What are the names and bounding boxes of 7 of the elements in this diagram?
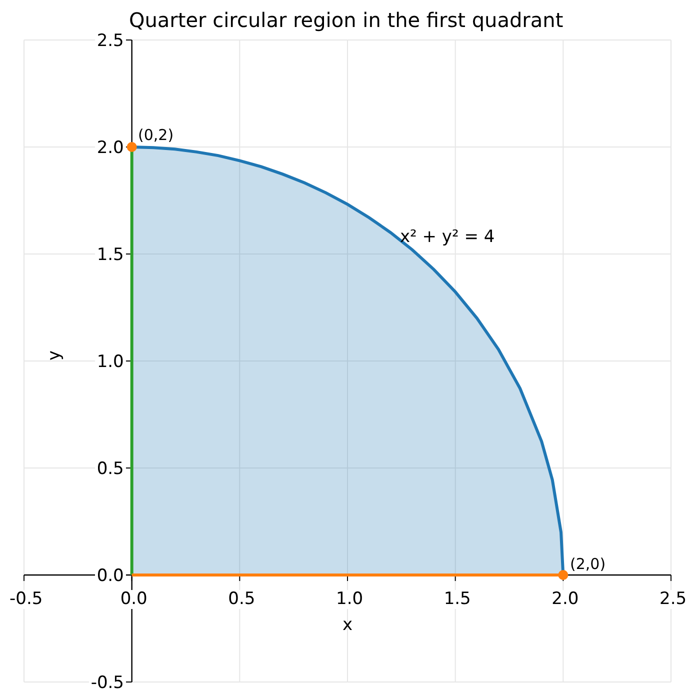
axis-label: x <box>342 616 353 634</box>
point-label: (0,2) <box>138 128 174 142</box>
tick-label: 2.0 <box>550 590 581 608</box>
axis-label: y <box>46 350 64 360</box>
point-label: (2,0) <box>570 556 606 572</box>
chart-title: Quarter circular region in the first quadrant <box>129 10 564 30</box>
equation-label: x² + y² = 4 <box>400 228 495 246</box>
